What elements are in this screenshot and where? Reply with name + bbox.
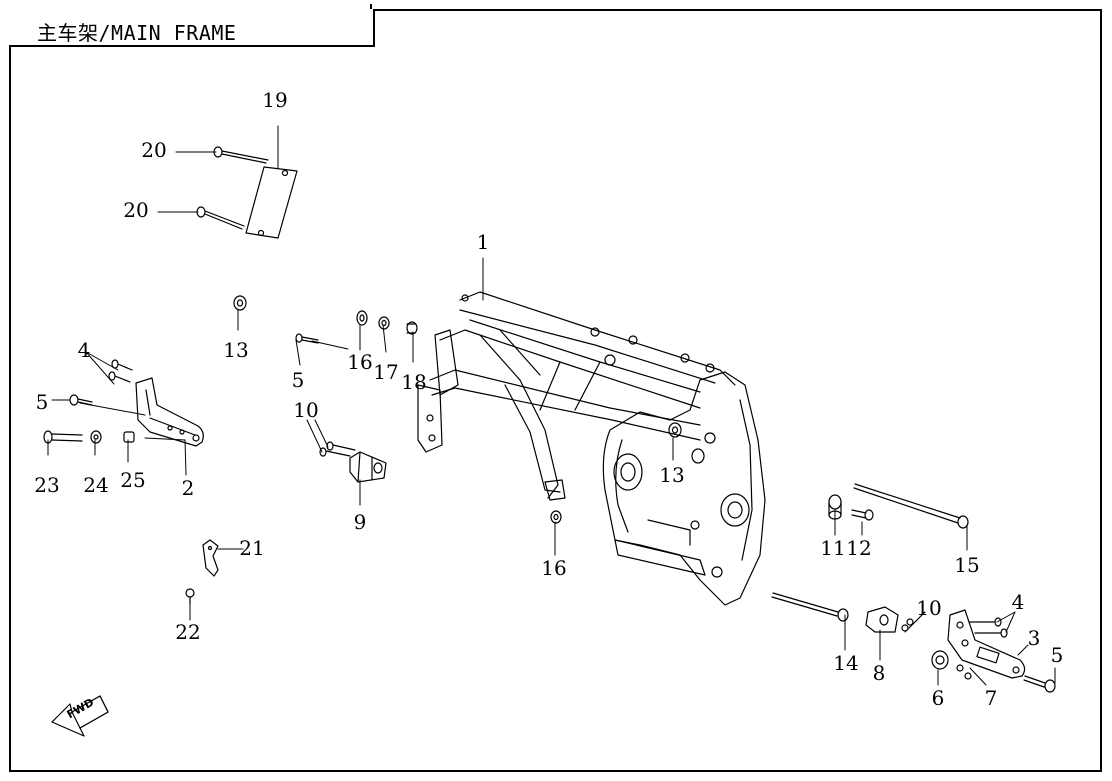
border-tick bbox=[370, 4, 372, 12]
nut-16-lower bbox=[550, 510, 562, 524]
callout-17: 17 bbox=[373, 360, 399, 384]
callout-25: 25 bbox=[120, 468, 146, 492]
callout-13-left: 13 bbox=[223, 338, 249, 362]
callout-20-lower: 20 bbox=[123, 198, 149, 222]
bracket-plate-19 bbox=[245, 166, 298, 239]
callout-3: 3 bbox=[1027, 626, 1041, 650]
callout-8: 8 bbox=[872, 661, 886, 685]
callout-23: 23 bbox=[34, 473, 60, 497]
sleeve-25 bbox=[123, 431, 135, 443]
spacer-11 bbox=[828, 494, 842, 520]
callout-21: 21 bbox=[239, 536, 265, 560]
callout-11: 11 bbox=[820, 536, 846, 560]
callout-4-left: 4 bbox=[77, 338, 91, 362]
callout-4-right: 4 bbox=[1011, 590, 1025, 614]
washer-24 bbox=[90, 430, 102, 444]
callout-5-upper: 5 bbox=[291, 368, 305, 392]
bolt-20-upper bbox=[213, 146, 269, 164]
callout-22: 22 bbox=[175, 620, 201, 644]
callout-18: 18 bbox=[401, 370, 427, 394]
fwd-arrow-icon bbox=[51, 695, 109, 737]
callout-1: 1 bbox=[476, 230, 490, 254]
callout-6: 6 bbox=[931, 686, 945, 710]
callout-16-upper: 16 bbox=[347, 350, 373, 374]
callout-5-left: 5 bbox=[35, 390, 49, 414]
bolt-5-upper bbox=[295, 333, 319, 344]
bolt-5-right bbox=[1023, 675, 1056, 693]
leader-lines bbox=[47, 125, 1056, 686]
bolt-12 bbox=[851, 509, 874, 521]
bolt-23 bbox=[43, 430, 83, 444]
callout-5-right: 5 bbox=[1050, 643, 1064, 667]
spacer-18 bbox=[406, 321, 418, 335]
callout-10-right: 10 bbox=[916, 596, 942, 620]
callout-24: 24 bbox=[83, 473, 109, 497]
bolt-5-left bbox=[69, 394, 93, 406]
bolt-10-left bbox=[319, 441, 356, 457]
bolt-10-right bbox=[901, 618, 914, 632]
callout-20-upper: 20 bbox=[141, 138, 167, 162]
washer-17 bbox=[378, 316, 390, 330]
pivot-6 bbox=[931, 650, 949, 670]
nut-13-left bbox=[233, 295, 247, 311]
callout-13-right: 13 bbox=[659, 463, 685, 487]
engine-mount-9 bbox=[349, 451, 387, 483]
nut-16-upper bbox=[356, 310, 368, 326]
bolt-20-lower bbox=[196, 206, 245, 230]
callout-2: 2 bbox=[181, 476, 195, 500]
bolt-4-left bbox=[108, 359, 133, 383]
long-bolt-14 bbox=[771, 592, 849, 622]
callout-7: 7 bbox=[984, 686, 998, 710]
main-frame-1 bbox=[417, 291, 766, 606]
drawing-border bbox=[9, 9, 1102, 772]
callout-12: 12 bbox=[846, 536, 872, 560]
clip-21 bbox=[202, 539, 219, 577]
footrest-bracket-3 bbox=[947, 609, 1026, 679]
callout-9: 9 bbox=[353, 510, 367, 534]
callout-10-left: 10 bbox=[293, 398, 319, 422]
callout-19: 19 bbox=[262, 88, 288, 112]
page-title: 主车架/MAIN FRAME bbox=[37, 21, 237, 45]
screw-22 bbox=[185, 588, 195, 605]
nut-13-right bbox=[668, 422, 705, 464]
long-bolt-15 bbox=[853, 483, 969, 529]
title-block: 主车架/MAIN FRAME bbox=[9, 9, 375, 47]
callout-16-lower: 16 bbox=[541, 556, 567, 580]
callout-14: 14 bbox=[833, 651, 859, 675]
bolt-4-right bbox=[969, 617, 1008, 638]
callout-15: 15 bbox=[954, 553, 980, 577]
footrest-bracket-2 bbox=[135, 377, 204, 447]
bolt-7 bbox=[956, 664, 972, 680]
engine-mount-8 bbox=[865, 606, 899, 633]
